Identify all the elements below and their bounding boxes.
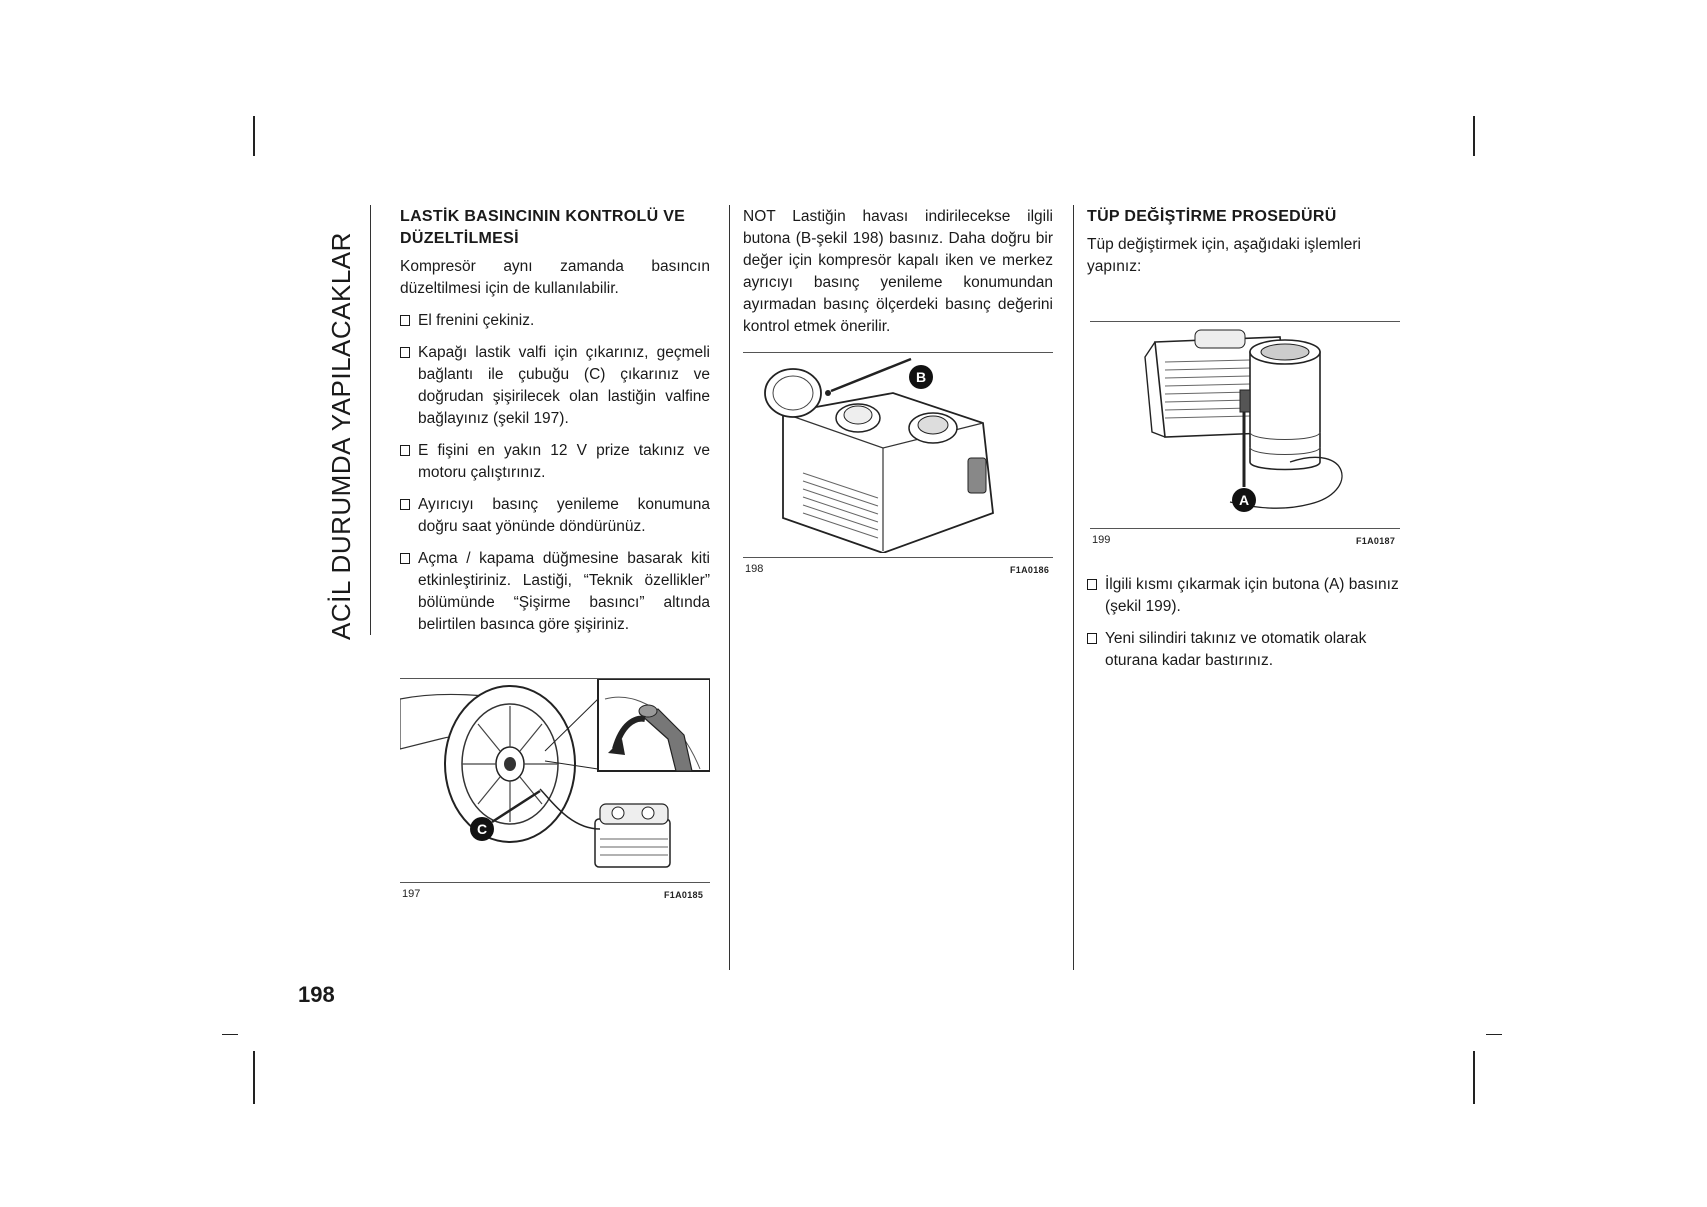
figure-197-illustration: C bbox=[400, 679, 710, 868]
crop-mark-top-right bbox=[1473, 116, 1475, 156]
figure-199-illustration: A bbox=[1144, 329, 1343, 512]
checkbox-icon bbox=[400, 347, 410, 358]
callout-a: A bbox=[1239, 492, 1249, 508]
column-divider-2 bbox=[1073, 205, 1074, 970]
callout-b: B bbox=[916, 369, 926, 385]
figure-197-code: F1A0185 bbox=[664, 890, 704, 900]
callout-c: C bbox=[477, 821, 487, 837]
checkbox-icon bbox=[400, 445, 410, 456]
figure-199-bottom-rule bbox=[1090, 528, 1400, 529]
crop-mark-top-left bbox=[253, 116, 255, 156]
column3-bullet-2: Yeni silindiri takınız ve otomatik olara… bbox=[1087, 628, 1399, 672]
column1-bullet-5: Açma / kapama düğmesine basarak kiti etk… bbox=[400, 548, 710, 636]
section-title-text: ACİL DURUMDA YAPILACAKLAR bbox=[326, 232, 356, 640]
figure-198-illustration: B bbox=[764, 357, 994, 553]
checkbox-icon bbox=[1087, 633, 1097, 644]
column-1: LASTİK BASINCININ KONTROLÜ VE DÜZELTİLME… bbox=[400, 206, 710, 646]
checkbox-icon bbox=[1087, 579, 1097, 590]
checkbox-icon bbox=[400, 553, 410, 564]
column3-intro: Tüp değiştirmek için, aşağıdaki işlemler… bbox=[1087, 236, 1361, 275]
figure-198-bottom-rule bbox=[743, 557, 1053, 558]
figure-198-top-rule bbox=[743, 352, 1053, 353]
column3-heading: TÜP DEĞİŞTİRME PROSEDÜRÜ bbox=[1087, 208, 1337, 225]
figure-197-top-rule bbox=[400, 678, 710, 679]
column1-intro: Kompresör aynı zamanda basıncın düzeltil… bbox=[400, 258, 710, 297]
figure-197-bottom-rule bbox=[400, 882, 710, 883]
column-2: NOT Lastiğin havası indirilecekse ilgili… bbox=[743, 206, 1053, 348]
column1-heading: LASTİK BASINCININ KONTROLÜ VE DÜZELTİLME… bbox=[400, 208, 686, 247]
column-3-steps: İlgili kısmı çıkarmak için butona (A) ba… bbox=[1087, 574, 1399, 682]
column2-note: NOT Lastiğin havası indirilecekse ilgili… bbox=[743, 208, 1053, 335]
figure-198-number: 198 bbox=[745, 563, 764, 575]
column3-bullet-1: İlgili kısmı çıkarmak için butona (A) ba… bbox=[1087, 574, 1399, 618]
column1-bullet-1: El frenini çekiniz. bbox=[400, 310, 710, 332]
column1-bullet-4: Ayırıcıyı basınç yenileme konumuna doğru… bbox=[400, 494, 710, 538]
checkbox-icon bbox=[400, 499, 410, 510]
checkbox-icon bbox=[400, 315, 410, 326]
title-rule bbox=[370, 205, 371, 635]
figure-199-top-rule bbox=[1090, 321, 1400, 322]
figure-199-code: F1A0187 bbox=[1356, 536, 1396, 546]
page-number: 198 bbox=[298, 982, 335, 1007]
crop-tick-bottom-right bbox=[1486, 1034, 1502, 1035]
figure-197-number: 197 bbox=[402, 888, 421, 900]
figure-199-number: 199 bbox=[1092, 534, 1111, 546]
figure-198-code: F1A0186 bbox=[1010, 565, 1050, 575]
column1-bullet-2: Kapağı lastik valfi için çıkarınız, geçm… bbox=[400, 342, 710, 430]
crop-mark-bottom-right bbox=[1473, 1051, 1475, 1104]
crop-tick-bottom-left bbox=[222, 1034, 238, 1035]
column-3: TÜP DEĞİŞTİRME PROSEDÜRÜ Tüp değiştirmek… bbox=[1087, 206, 1399, 288]
crop-mark-bottom-left bbox=[253, 1051, 255, 1104]
column-divider-1 bbox=[729, 205, 730, 970]
column1-bullet-3: E fişini en yakın 12 V prize takınız ve … bbox=[400, 440, 710, 484]
